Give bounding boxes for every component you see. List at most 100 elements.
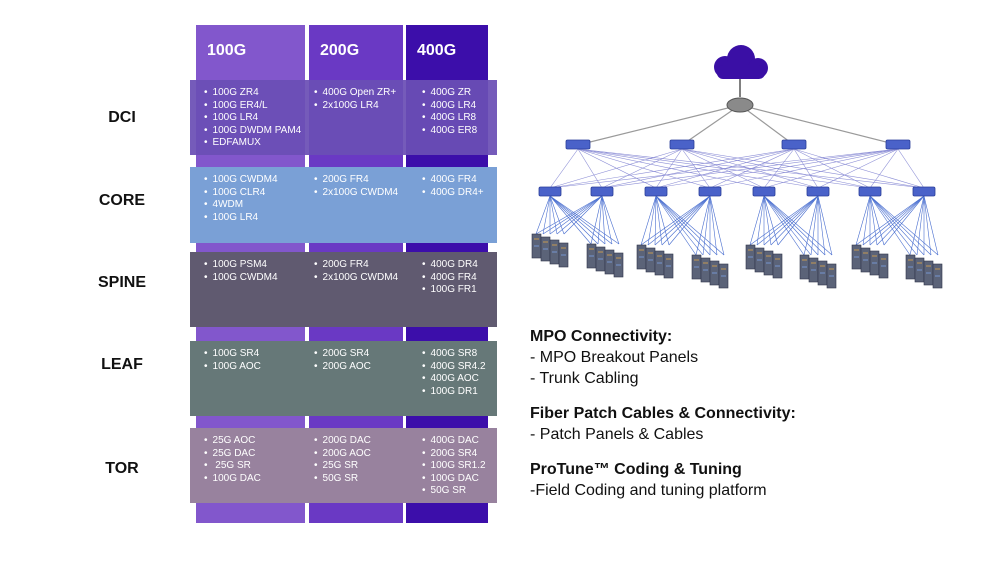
link-line (549, 195, 620, 245)
link-line (756, 195, 765, 246)
leaf-switch-icon (590, 186, 614, 197)
link-line (654, 195, 711, 246)
cell-item: 200G FR4 (314, 259, 398, 272)
link-line (869, 195, 878, 246)
link-line (763, 195, 826, 256)
link-line (923, 195, 939, 256)
cell-item: 400G FR4 (422, 174, 484, 187)
row-label-leaf: LEAF (101, 356, 143, 373)
cell-item: 50G SR (314, 473, 371, 486)
link-line (869, 195, 925, 256)
link-line (763, 195, 779, 246)
link-line (655, 195, 663, 246)
cell-item: 400G SR8 (422, 348, 486, 361)
server-rack-icon (851, 244, 889, 279)
link-line (869, 195, 932, 256)
cell-item: 200G AOC (314, 361, 371, 374)
cell-item: 400G DR4 (422, 259, 478, 272)
cell-item: 100G ER4/L (204, 100, 301, 113)
link-line (655, 195, 725, 256)
cell-item: 200G SR4 (422, 448, 486, 461)
row-label-spine: SPINE (97, 274, 146, 291)
cell-item: 100G DAC (422, 473, 486, 486)
router-icon (726, 97, 754, 113)
link-line (876, 195, 925, 246)
cell-item: 100G SR1.2 (422, 460, 486, 473)
server-rack-icon (799, 254, 837, 289)
cell-item: 25G AOC (204, 435, 261, 448)
link-line (542, 195, 603, 235)
cell-item: 400G FR4 (422, 272, 478, 285)
link-line (668, 195, 711, 246)
band-core: 100G CWDM4 100G CLR4 4WDM 100G LR4 200G … (190, 167, 497, 243)
mpo-item-breakout-panels: - MPO Breakout Panels (530, 349, 699, 366)
link-line (855, 195, 871, 246)
link-line (817, 148, 899, 189)
server-rack-icon (905, 254, 943, 289)
link-line (655, 195, 711, 256)
network-topology-diagram (531, 45, 943, 289)
notes-panel: MPO Connectivity: - MPO Breakout Panels … (530, 326, 796, 501)
band-spine: 100G PSM4 100G CWDM4 200G FR4 2x100G CWD… (190, 252, 497, 327)
cell-leaf-200g: 200G SR4 200G AOC (314, 348, 371, 373)
link-line (777, 195, 819, 246)
band-dci: 100G ZR4 100G ER4/L 100G LR4 100G DWDM P… (190, 80, 497, 155)
link-line (869, 195, 885, 246)
mpo-item-trunk-cabling: - Trunk Cabling (530, 370, 639, 387)
link-line (556, 195, 603, 235)
cell-item: 200G AOC (314, 448, 371, 461)
link-line (549, 148, 899, 189)
link-line (549, 195, 603, 235)
link-line (923, 195, 932, 256)
link-line (763, 195, 833, 256)
server-rack-icon (636, 244, 674, 279)
cell-item: 100G AOC (204, 361, 261, 374)
link-line (655, 195, 704, 256)
link-line (542, 195, 551, 235)
cell-item: 200G DAC (314, 435, 371, 448)
link-line (869, 148, 899, 189)
link-line (577, 148, 603, 189)
link-line (647, 195, 657, 246)
fiber-item-patch-panels: - Patch Panels & Cables (530, 426, 704, 443)
link-line (597, 195, 603, 245)
row-label-dci: DCI (108, 109, 136, 126)
cell-item: 100G LR4 (204, 112, 301, 125)
link-line (601, 148, 795, 189)
link-line (709, 195, 725, 256)
link-line (770, 195, 819, 246)
link-line (655, 148, 683, 189)
cell-item: 400G Open ZR+ (314, 87, 397, 100)
link-line (869, 195, 925, 246)
spine-switch-icon (885, 139, 911, 150)
link-line (661, 195, 711, 246)
server-rack-icon (586, 243, 624, 278)
cell-item: 100G PSM4 (204, 259, 278, 272)
cell-item: 2x100G LR4 (314, 100, 396, 113)
link-line (793, 148, 925, 189)
link-line (601, 148, 899, 189)
link-line (810, 195, 819, 256)
link-line (869, 195, 911, 256)
cell-dci-200g: 400G Open ZR+ 2x100G LR4 (314, 87, 397, 113)
link-line (549, 195, 592, 245)
row-label-core: CORE (98, 192, 146, 209)
link-line (549, 148, 579, 189)
server-rack-icon (531, 233, 569, 268)
cell-item: 400G LR8 (422, 112, 477, 125)
link-line (763, 195, 812, 256)
leaf-switch-icon (698, 186, 722, 197)
cell-tor-400g: 400G DAC 200G SR4 100G SR1.2 100G DAC 50… (422, 435, 486, 498)
link-line (549, 195, 558, 235)
cell-item: 400G ZR (422, 87, 477, 100)
cell-dci-400g: 400G ZR 400G LR4 400G LR8 400G ER8 (422, 87, 478, 137)
link-line (862, 195, 925, 246)
leaf-switch-icon (858, 186, 882, 197)
link-line (647, 195, 711, 246)
spine-switch-icon (669, 139, 695, 150)
link-line (763, 195, 772, 246)
link-line (862, 195, 871, 246)
link-line (640, 195, 657, 246)
band-leaf: 100G SR4 100G AOC 200G SR4 200G AOC 400G… (190, 341, 497, 416)
cell-item: 400G AOC (422, 373, 486, 386)
